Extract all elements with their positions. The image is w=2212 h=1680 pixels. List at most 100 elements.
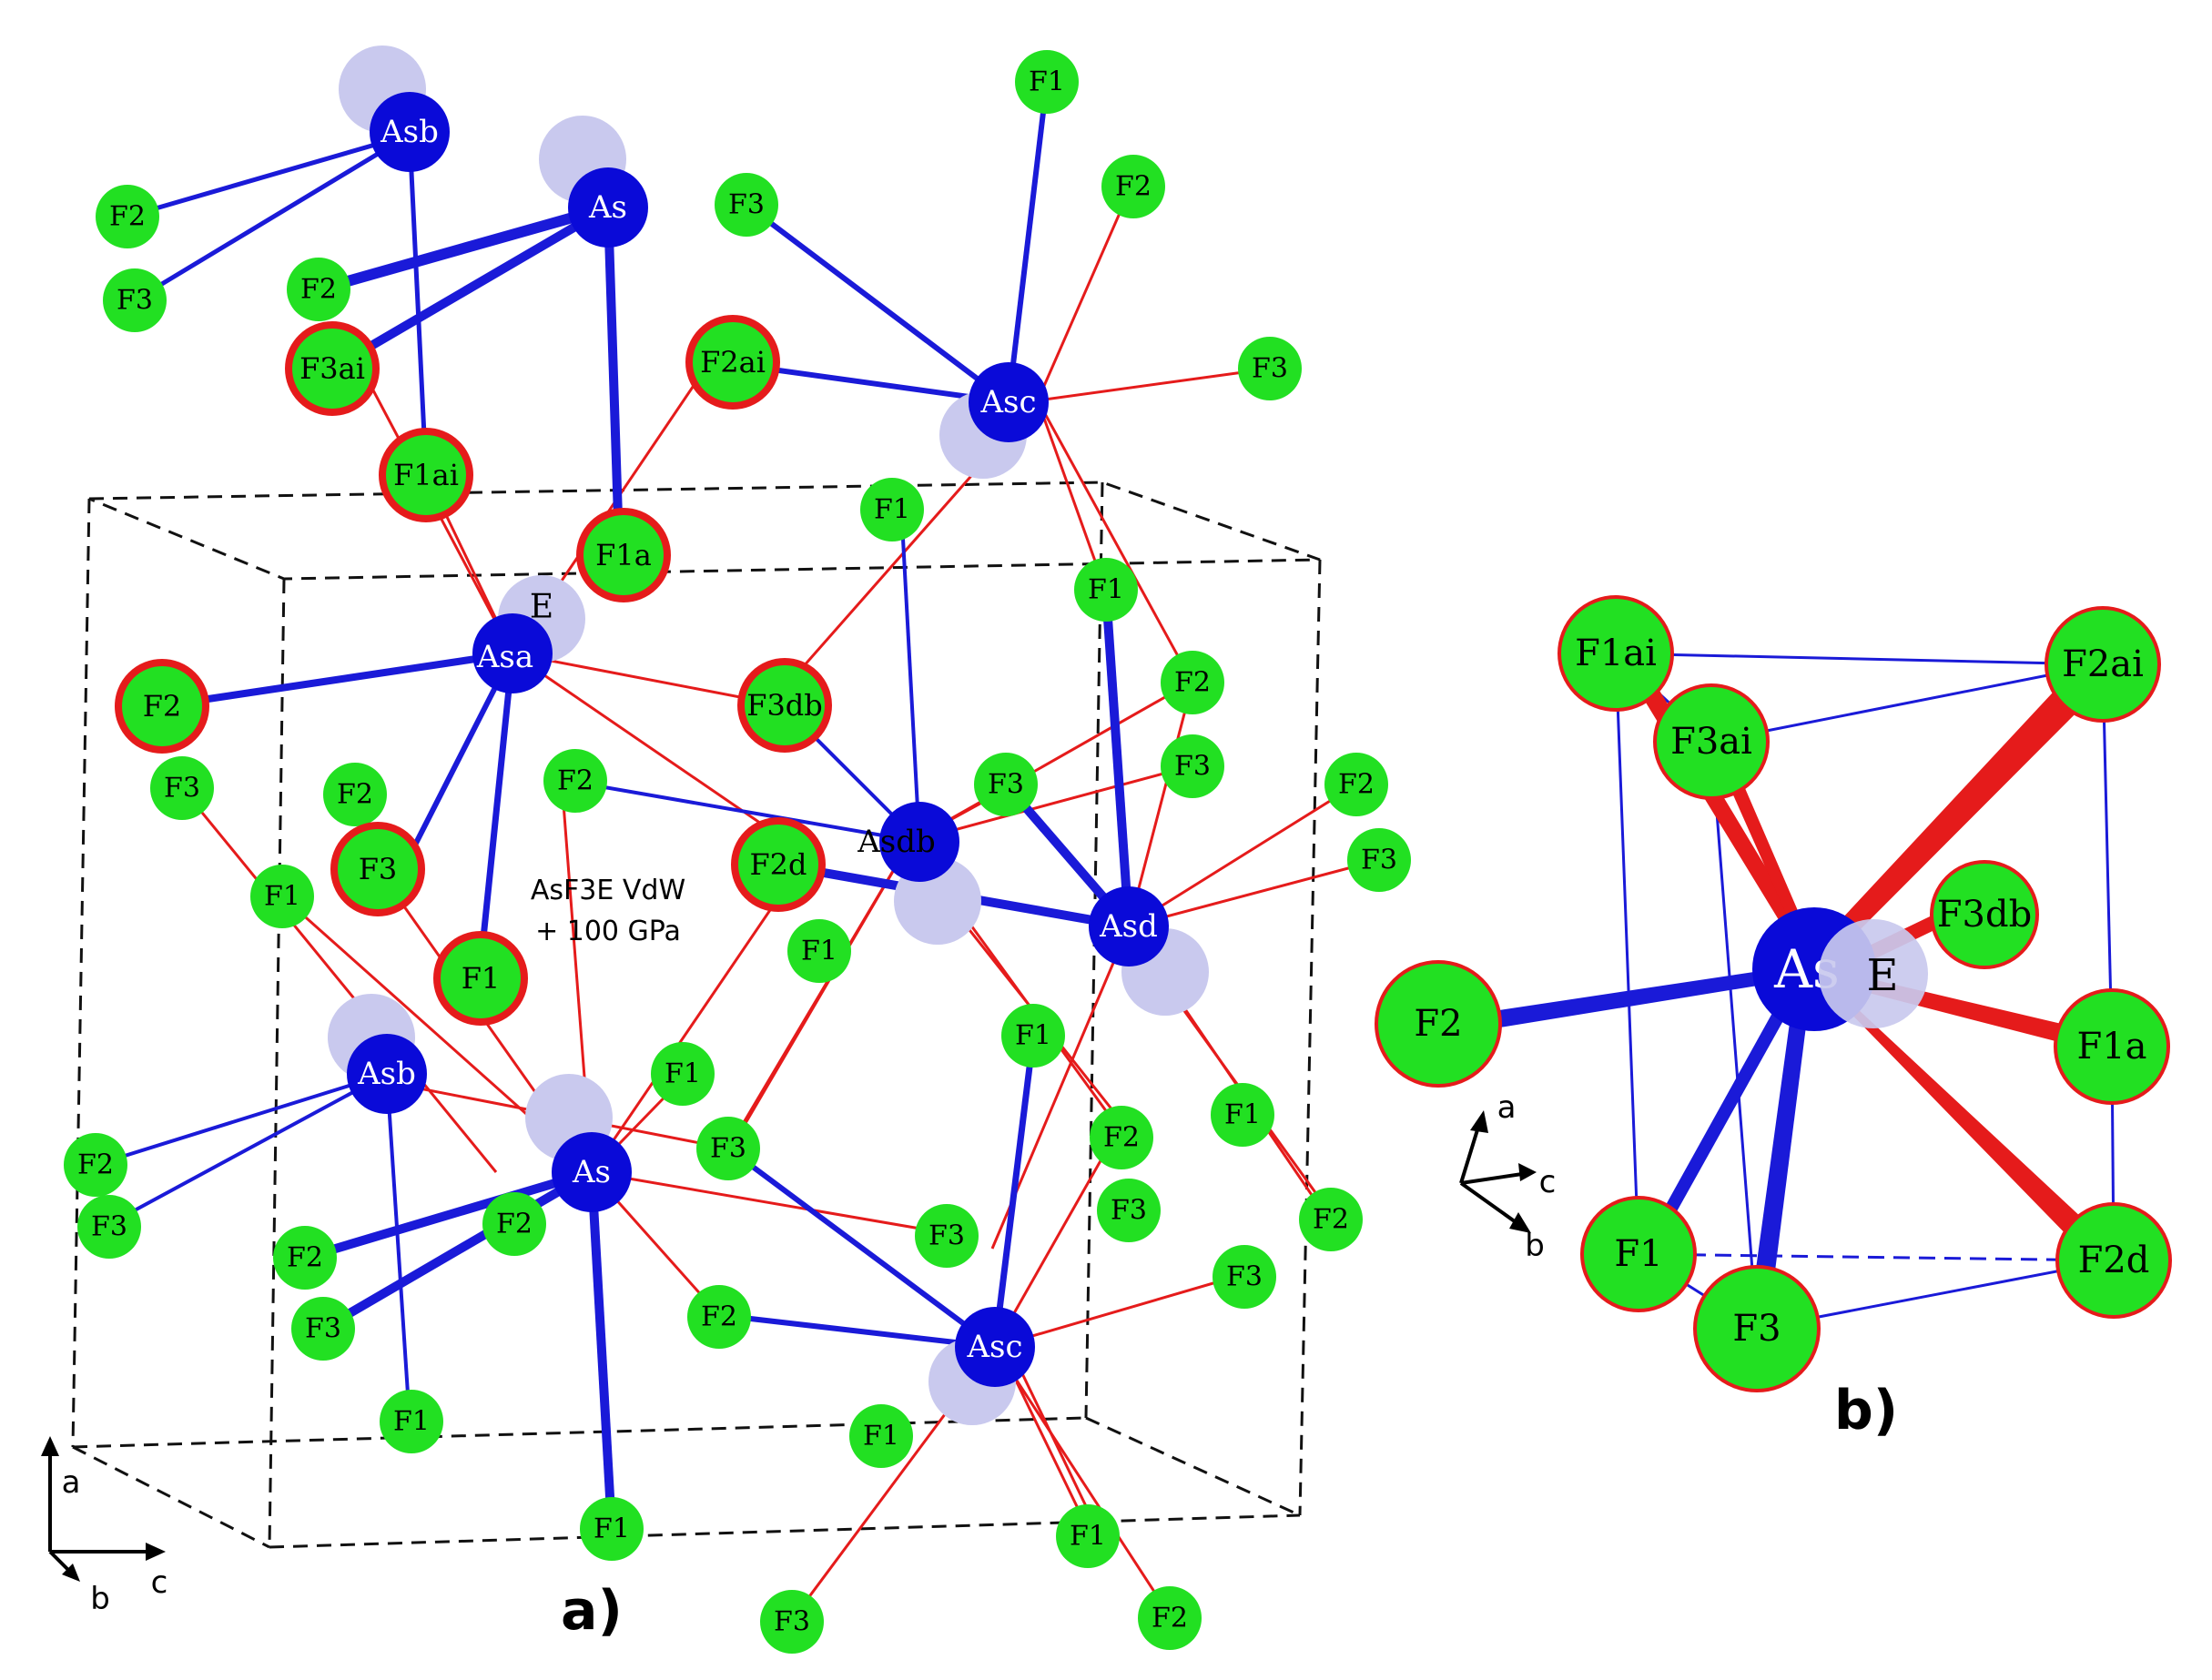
atom-f3-ll: F3 bbox=[77, 1195, 141, 1259]
atom-f3-r: F3 bbox=[1161, 734, 1224, 798]
bond bbox=[745, 202, 1010, 405]
svg-text:F2ai: F2ai bbox=[2062, 643, 2144, 685]
bond-as-f3 bbox=[1748, 983, 1811, 1329]
svg-text:F2: F2 bbox=[77, 1149, 114, 1181]
svg-text:F2: F2 bbox=[287, 1242, 323, 1274]
cell-top-face bbox=[88, 481, 1321, 581]
bond bbox=[512, 652, 802, 853]
svg-text:F3: F3 bbox=[1226, 1261, 1263, 1293]
svg-text:F3: F3 bbox=[1252, 353, 1288, 385]
svg-text:F2d: F2d bbox=[749, 847, 807, 882]
bond bbox=[407, 134, 429, 474]
bond bbox=[1101, 591, 1133, 927]
atom-f3db: F3db bbox=[737, 658, 832, 753]
svg-text:F1: F1 bbox=[801, 936, 837, 967]
bond bbox=[477, 653, 516, 966]
atom-f1-c: F1 bbox=[651, 1042, 715, 1106]
atom-f2-m: F2 bbox=[323, 763, 387, 826]
panel-a: F2 F3 F2 F1 F2 F3 F3 F1 F1 F2 F3 F3 F2 F… bbox=[41, 46, 1411, 1654]
atom-f1ai: F1ai bbox=[379, 428, 473, 522]
bond bbox=[587, 1171, 616, 1530]
atom-as-bot: As bbox=[552, 1132, 632, 1212]
atom-f2-far: F2 bbox=[1299, 1188, 1363, 1251]
svg-text:F1: F1 bbox=[863, 1421, 899, 1452]
atom-b-f3ai: F3ai bbox=[1653, 683, 1770, 800]
atom-f3-bl: F3 bbox=[291, 1297, 355, 1361]
bond bbox=[726, 1146, 997, 1350]
panel-a-label: a) bbox=[561, 1579, 623, 1643]
svg-text:F1ai: F1ai bbox=[1575, 633, 1657, 674]
atom-f2-bl: F2 bbox=[273, 1226, 337, 1290]
svg-text:F3: F3 bbox=[710, 1133, 746, 1165]
svg-text:F2: F2 bbox=[1103, 1122, 1140, 1154]
svg-text:F2d: F2d bbox=[2078, 1240, 2150, 1281]
svg-text:F1: F1 bbox=[264, 881, 300, 913]
atom-f1-r: F1 bbox=[1074, 558, 1138, 622]
svg-text:F2: F2 bbox=[1115, 171, 1152, 203]
axes-indicator-a bbox=[41, 1436, 166, 1582]
bond bbox=[1002, 1355, 1090, 1530]
axis-label-c: c bbox=[151, 1564, 168, 1601]
svg-text:Asc: Asc bbox=[979, 384, 1036, 420]
atom-f2-t2: F2 bbox=[287, 258, 350, 321]
atom-f3-tl: F3 bbox=[103, 268, 167, 332]
svg-text:F2: F2 bbox=[496, 1209, 533, 1240]
atom-asb-top: Asb bbox=[370, 92, 450, 172]
atom-f1-b1: F1 bbox=[380, 1390, 443, 1453]
svg-text:Asb: Asb bbox=[357, 1056, 416, 1092]
lone-pair-label: E bbox=[530, 589, 553, 626]
bond bbox=[899, 504, 921, 843]
atom-f2-c: F2 bbox=[543, 749, 607, 813]
atom-f2-mid: F2 bbox=[482, 1192, 546, 1256]
svg-text:F2: F2 bbox=[1414, 1003, 1462, 1045]
svg-text:F3: F3 bbox=[928, 1220, 965, 1252]
svg-text:F3db: F3db bbox=[746, 688, 823, 723]
atom-f3-c: F3 bbox=[974, 753, 1038, 816]
svg-text:Asb: Asb bbox=[380, 114, 439, 150]
svg-text:F2: F2 bbox=[109, 201, 146, 233]
bond bbox=[133, 132, 411, 303]
bond bbox=[180, 787, 498, 1173]
atom-f3-highlight: F3 bbox=[330, 822, 425, 916]
svg-text:F2: F2 bbox=[300, 274, 337, 306]
atom-f3-rm: F3 bbox=[1347, 828, 1411, 892]
svg-text:F3: F3 bbox=[117, 285, 153, 317]
bond-as-f2 bbox=[1438, 965, 1802, 1037]
bond bbox=[320, 1168, 594, 1333]
svg-text:F1: F1 bbox=[393, 1406, 430, 1438]
atom-f1-b4: F1 bbox=[1056, 1504, 1120, 1568]
atom-f3-br: F3 bbox=[1213, 1245, 1276, 1309]
bond bbox=[718, 1312, 996, 1350]
svg-text:Asdb: Asdb bbox=[857, 824, 936, 860]
axis-label-a: a bbox=[62, 1464, 81, 1501]
atom-asc-top: Asc bbox=[969, 362, 1049, 442]
svg-text:Asc: Asc bbox=[966, 1329, 1022, 1365]
cell-edge bbox=[72, 1445, 270, 1549]
atom-f1-l: F1 bbox=[250, 865, 314, 928]
svg-text:F3: F3 bbox=[91, 1211, 127, 1243]
svg-text:F3: F3 bbox=[164, 773, 200, 805]
svg-text:F1ai: F1ai bbox=[393, 458, 459, 492]
central-bonds bbox=[1438, 648, 2123, 1329]
bond bbox=[590, 864, 803, 1173]
svg-text:F1: F1 bbox=[1070, 1521, 1106, 1553]
axis-label-b-b: b bbox=[1525, 1228, 1545, 1264]
atom-f3-bot: F3 bbox=[760, 1590, 824, 1654]
bond bbox=[991, 1037, 1037, 1348]
atom-f2-highlight: F2 bbox=[115, 659, 209, 754]
atom-f3-tr: F3 bbox=[1238, 337, 1302, 400]
svg-text:F3: F3 bbox=[1732, 1308, 1781, 1350]
svg-text:F3: F3 bbox=[1174, 751, 1211, 783]
cell-edge bbox=[1085, 1416, 1301, 1517]
bond bbox=[1006, 81, 1050, 403]
bond bbox=[512, 652, 784, 707]
atom-f3-top: F3 bbox=[715, 173, 778, 237]
bond bbox=[108, 1072, 388, 1226]
svg-text:F2: F2 bbox=[143, 689, 182, 724]
svg-text:F3ai: F3ai bbox=[299, 351, 365, 386]
bond bbox=[303, 1168, 594, 1262]
bond bbox=[993, 1129, 1120, 1348]
svg-text:F1: F1 bbox=[462, 961, 501, 996]
svg-text:F2: F2 bbox=[1152, 1603, 1188, 1634]
svg-text:F1: F1 bbox=[594, 1513, 630, 1545]
